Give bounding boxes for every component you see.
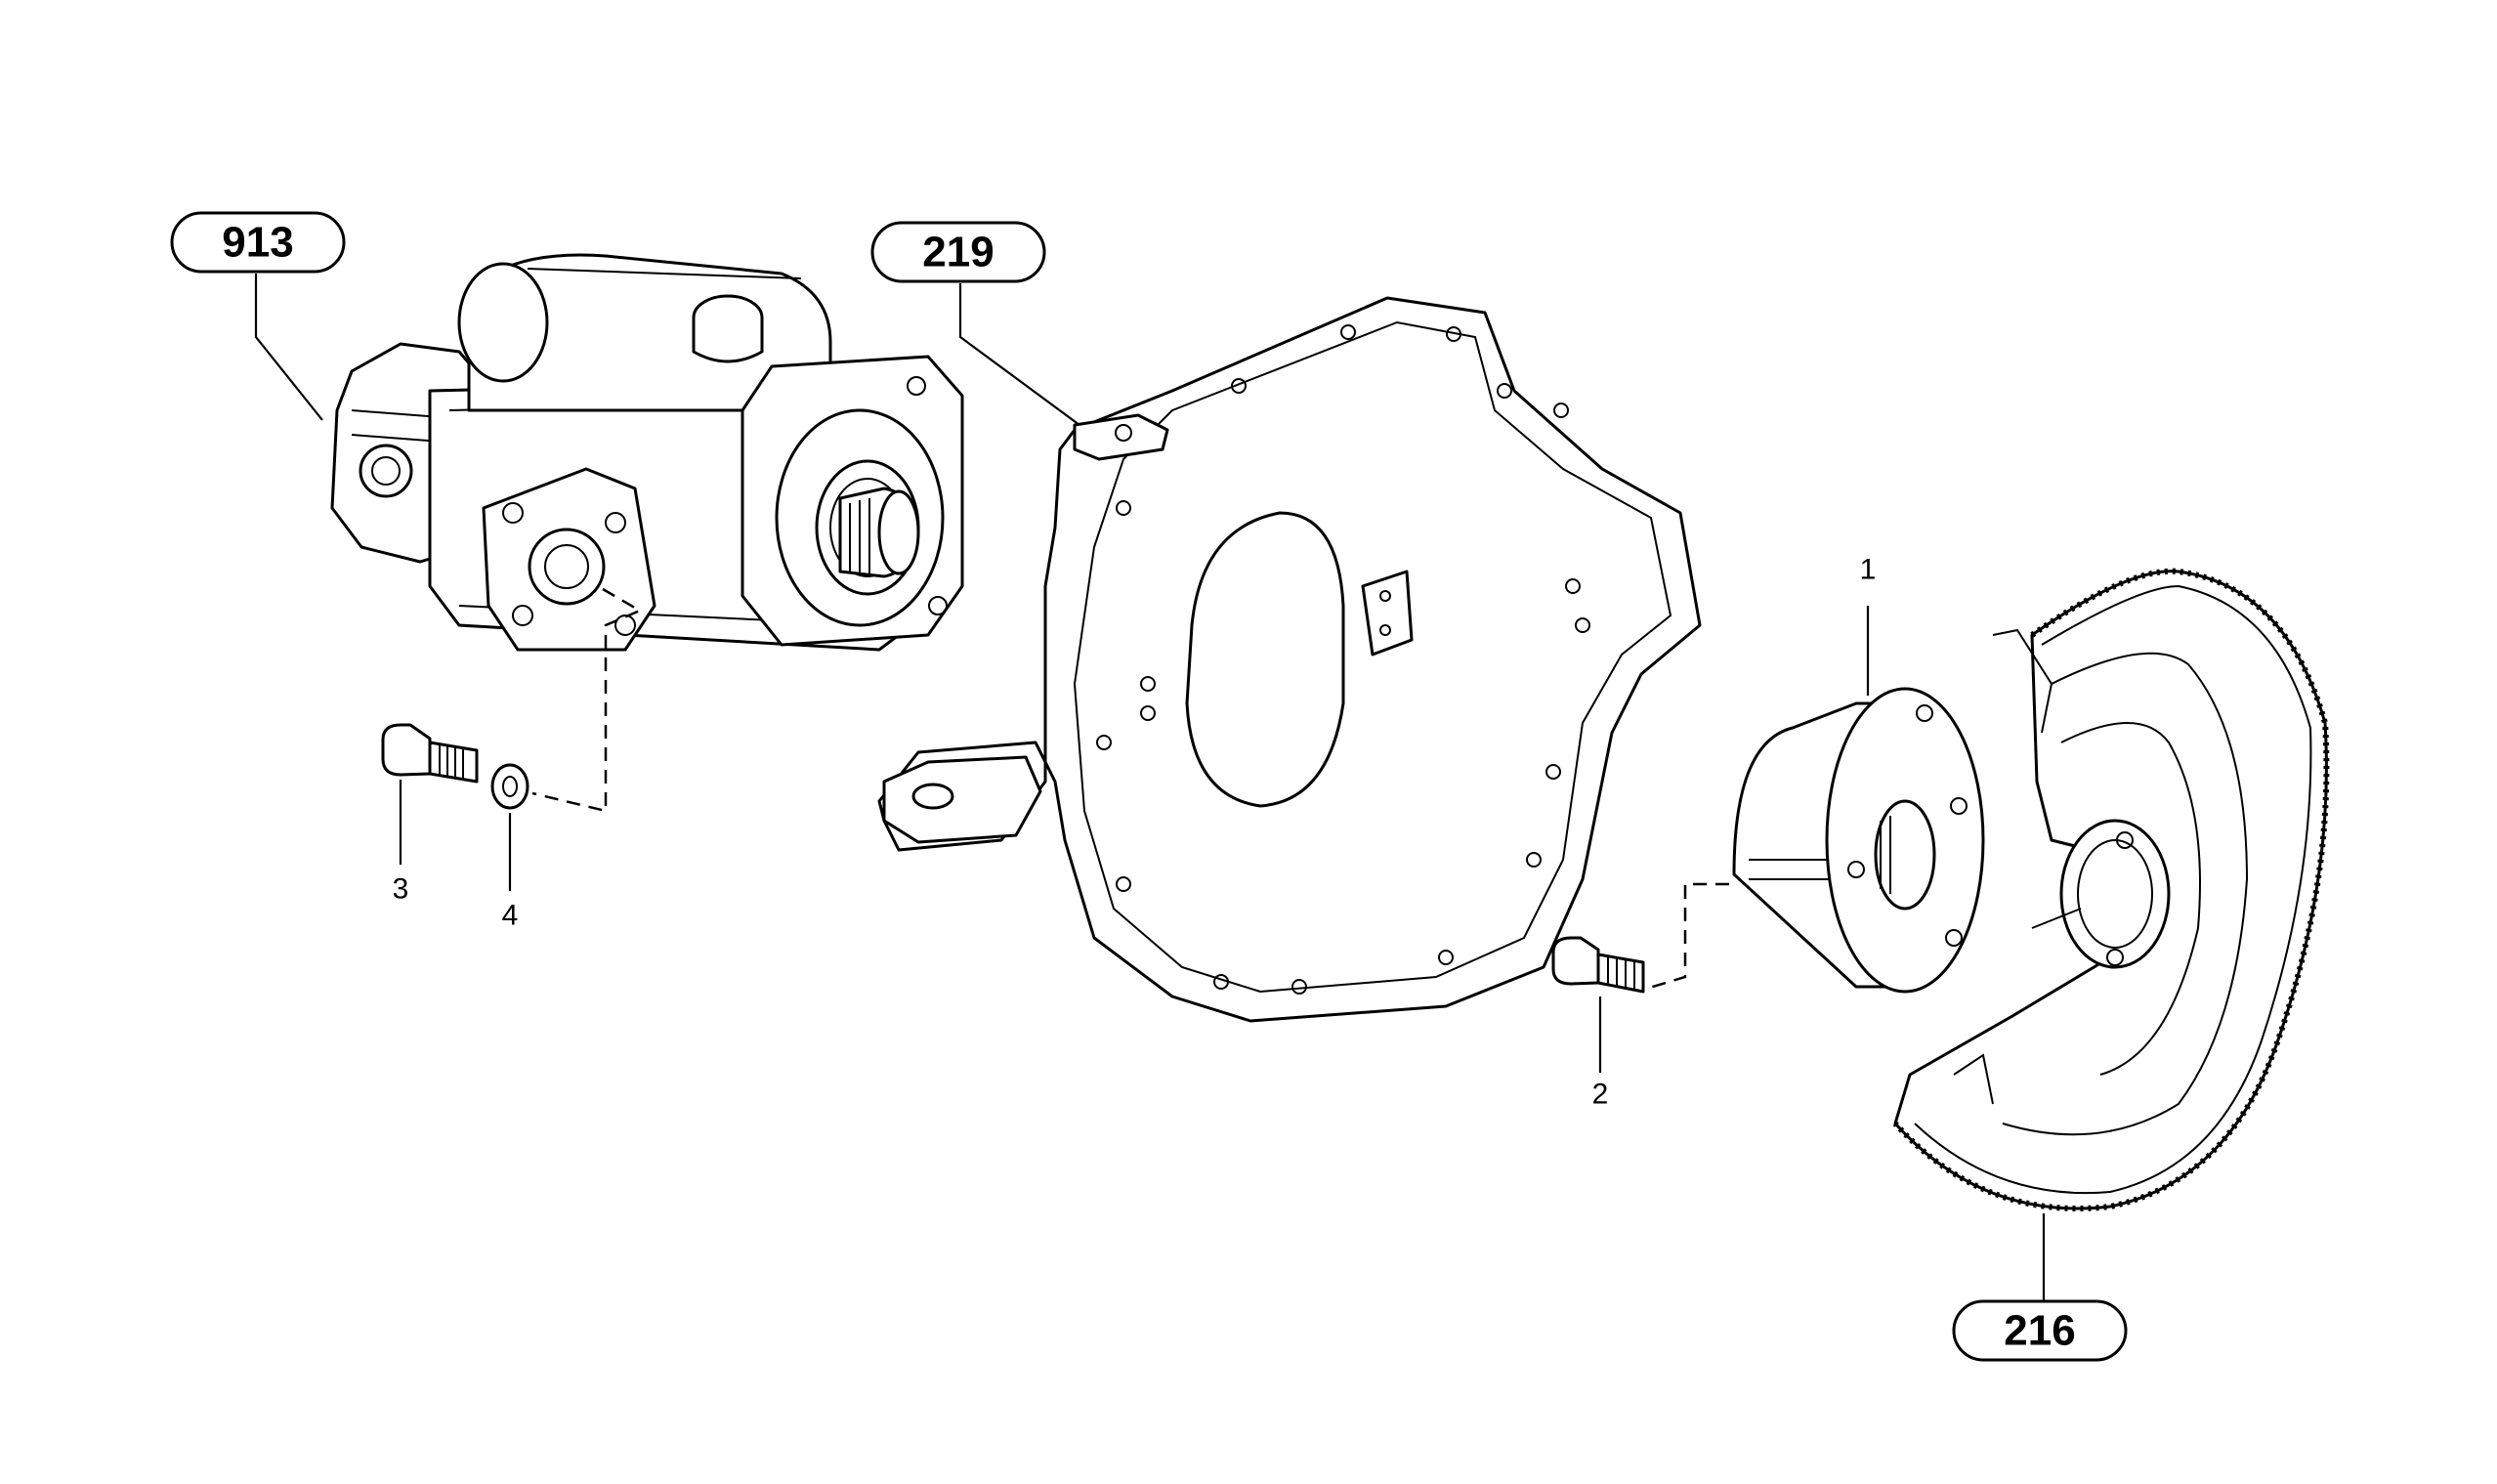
flywheel-ring-gear-drawing (1892, 568, 2330, 1211)
hub-assembly-path (1645, 882, 1729, 991)
pump-screw-drawing (381, 723, 479, 784)
item-number-1: 1 (1860, 554, 1877, 586)
item-number-2: 2 (1592, 1079, 1609, 1111)
hydraulic-pump-drawing (330, 253, 964, 652)
callout-219-label: 219 (922, 229, 994, 276)
hub-screw-drawing (1551, 936, 1645, 994)
leader-219 (958, 283, 1080, 426)
callout-219[interactable]: 219 (870, 221, 1046, 283)
coupling-hub-drawing (1732, 687, 1985, 994)
callout-216-label: 216 (2004, 1307, 2075, 1355)
pump-assembly-path (531, 587, 643, 813)
leader-913 (254, 274, 323, 421)
callout-216[interactable]: 216 (1952, 1299, 2128, 1362)
flywheel-housing-drawing (877, 296, 1702, 1023)
callout-913-label: 913 (222, 219, 293, 267)
washer-drawing (490, 763, 529, 810)
item-number-3: 3 (393, 873, 409, 906)
callout-913[interactable]: 913 (170, 211, 346, 274)
item-number-4: 4 (502, 900, 519, 932)
